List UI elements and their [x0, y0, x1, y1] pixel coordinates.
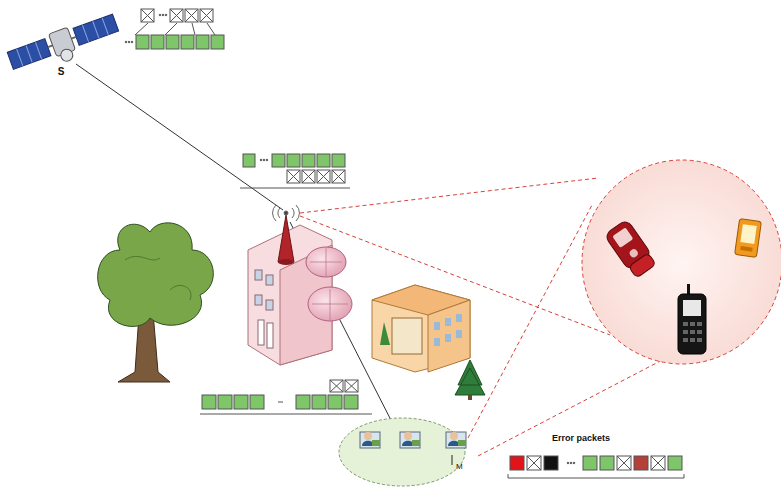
red-phone [604, 219, 658, 279]
user-group [339, 418, 465, 486]
error-packets [508, 456, 684, 478]
packets-tower [240, 154, 350, 188]
zoom-circle [582, 160, 781, 364]
base-station-building [248, 215, 352, 365]
satellite [6, 11, 122, 79]
antenna-signal [273, 205, 300, 221]
user-icons [360, 432, 466, 465]
tree [98, 223, 214, 382]
black-phone [678, 284, 706, 354]
small-tree [455, 360, 485, 400]
office-building [372, 285, 470, 372]
packets-delivered [200, 380, 372, 414]
orange-pda [735, 219, 762, 258]
satellite-label: S [58, 66, 65, 77]
user-index-label: M [456, 462, 463, 471]
error-packets-label: Error packets [552, 433, 610, 443]
packets-satellite [125, 9, 224, 49]
